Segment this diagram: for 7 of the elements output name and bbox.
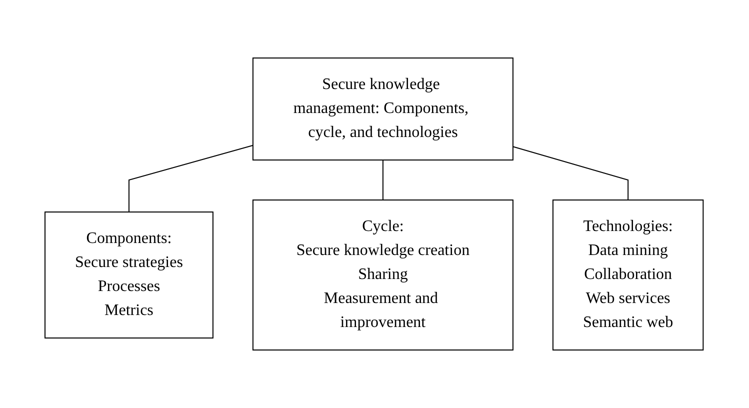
- connector: [512, 146, 629, 200]
- connector: [382, 160, 384, 200]
- node-box: Cycle: Secure knowledge creation Sharing Measurement and improvement: [252, 200, 514, 350]
- node-box: Components: Secure strategies Processes Metrics: [44, 212, 214, 338]
- node-box: Technologies: Data mining Collaboration Web services Semantic web: [552, 200, 704, 350]
- connector: [128, 144, 254, 212]
- node-box: Secure knowledge management: Components, cycle, and technologies: [252, 58, 514, 160]
